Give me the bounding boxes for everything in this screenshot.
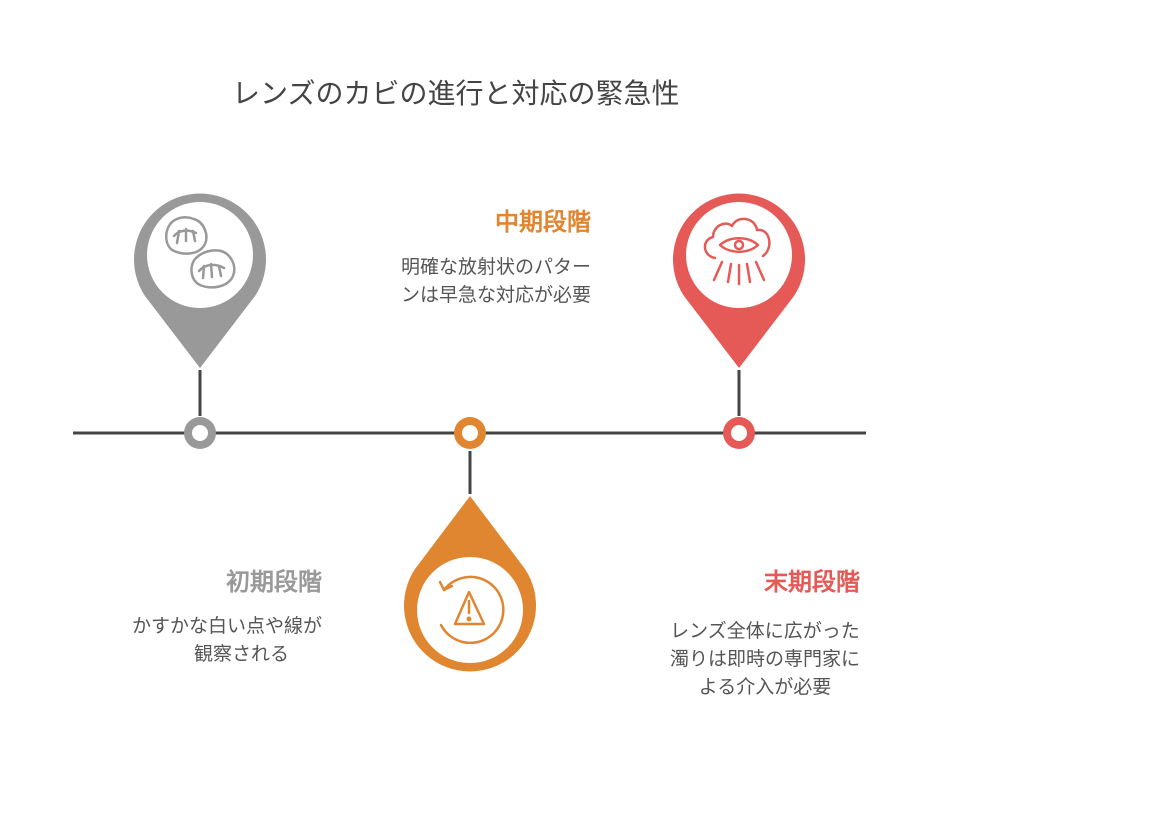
- early-stage-desc: かすかな白い点や線が 観察される: [132, 612, 322, 668]
- warning-icon: [438, 575, 505, 645]
- late-stage-desc: レンズ全体に広がった 濁りは即時の専門家に よる介入が必要: [670, 617, 860, 701]
- middle-stage-desc: 明確な放射状のパター ンは早急な対応が必要: [401, 253, 591, 309]
- middle-node: [454, 417, 486, 449]
- desc-line: ンは早急な対応が必要: [400, 284, 591, 306]
- late-node: [723, 417, 755, 449]
- diagram-title: レンズのカビの進行と対応の緊急性: [232, 77, 680, 110]
- middle-pin: [403, 496, 537, 672]
- late-pin: [673, 193, 805, 368]
- desc-line: 観察される: [193, 643, 289, 665]
- early-stage-title: 初期段階: [226, 568, 322, 596]
- early-pin: [134, 193, 266, 368]
- late-stage-title: 末期段階: [764, 568, 860, 596]
- eye-cloud-icon: [703, 217, 771, 286]
- desc-line: 明確な放射状のパター: [400, 256, 591, 278]
- middle-stage-title: 中期段階: [495, 208, 591, 236]
- early-node: [184, 417, 216, 449]
- mold-spots-icon: [165, 216, 236, 289]
- desc-line: よる介入が必要: [698, 676, 832, 698]
- desc-line: 濁りは即時の専門家に: [669, 648, 860, 670]
- desc-line: レンズ全体に広がった: [670, 620, 860, 642]
- desc-line: かすかな白い点や線が: [131, 615, 322, 637]
